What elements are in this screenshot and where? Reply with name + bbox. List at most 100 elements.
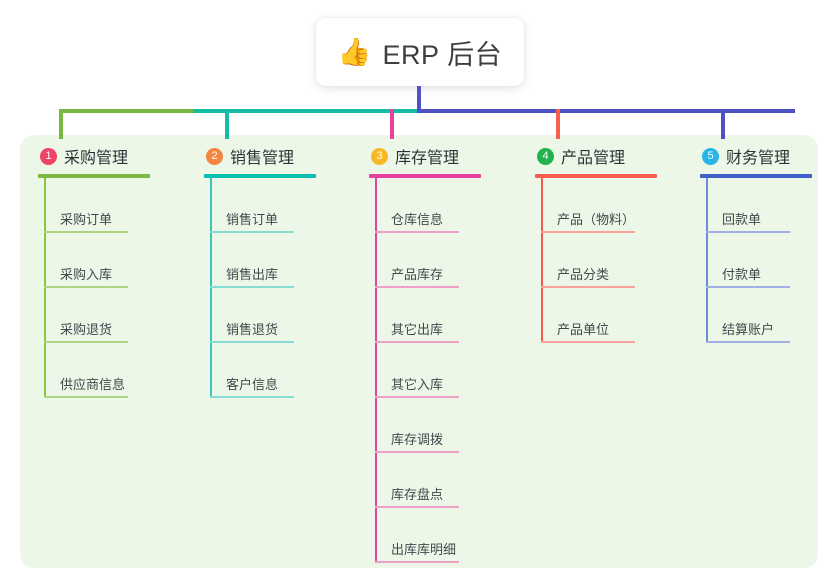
leaf-item-label: 库存调拨 <box>391 432 444 447</box>
leaf-item-label: 采购退货 <box>60 322 113 337</box>
leaf-item-label: 客户信息 <box>226 377 279 392</box>
leaf-item[interactable]: 产品单位 <box>535 288 657 343</box>
leaf-item[interactable]: 库存调拨 <box>369 398 481 453</box>
leaf-item-rule <box>375 451 459 453</box>
branch-header-label: 库存管理 <box>395 150 460 167</box>
branch-column-1: 1 采购管理采购订单采购入库采购退货供应商信息 <box>38 143 150 398</box>
branch-header-label: 销售管理 <box>230 150 295 167</box>
connector-stub-产品管理 <box>556 109 560 139</box>
leaf-item[interactable]: 销售出库 <box>204 233 316 288</box>
thumbs-up-icon: 👍 <box>337 36 372 67</box>
leaf-item-rule <box>541 231 635 233</box>
leaf-item[interactable]: 采购退货 <box>38 288 150 343</box>
connector-stub-销售管理 <box>225 109 229 139</box>
connector-trunk-green <box>59 109 193 113</box>
leaf-item[interactable]: 出库库明细 <box>369 508 481 563</box>
leaf-item-label: 付款单 <box>722 267 762 282</box>
branch-header-label: 采购管理 <box>64 150 129 167</box>
branch-header-2[interactable]: 2 销售管理 <box>204 143 316 169</box>
leaf-item-label: 回款单 <box>722 212 762 227</box>
connector-trunk-blue <box>417 109 745 113</box>
branch-header-rule <box>700 174 812 178</box>
leaf-item[interactable]: 销售退货 <box>204 288 316 343</box>
branch-number-badge: 1 <box>40 147 57 165</box>
branch-number-badge: 4 <box>537 147 554 165</box>
leaf-item-rule <box>375 286 459 288</box>
leaf-item[interactable]: 产品（物料） <box>535 178 657 233</box>
leaf-item[interactable]: 产品分类 <box>535 233 657 288</box>
leaf-item-label: 销售退货 <box>226 322 279 337</box>
leaf-item-rule <box>44 286 128 288</box>
branch-header-4[interactable]: 4 产品管理 <box>535 143 657 169</box>
leaf-item-rule <box>210 286 294 288</box>
connector-spine <box>44 178 46 398</box>
leaf-item[interactable]: 销售订单 <box>204 178 316 233</box>
leaf-item[interactable]: 库存盘点 <box>369 453 481 508</box>
branch-column-3: 3 库存管理仓库信息产品库存其它出库其它入库库存调拨库存盘点出库库明细 <box>369 143 481 563</box>
connector-spine <box>706 178 708 343</box>
connector-spine <box>210 178 212 398</box>
branch-header-rule <box>535 174 657 178</box>
leaf-item-label: 销售出库 <box>226 267 279 282</box>
leaf-item-rule <box>375 341 459 343</box>
leaf-item-label: 产品库存 <box>391 267 444 282</box>
leaf-item[interactable]: 付款单 <box>700 233 812 288</box>
branch-number-badge: 3 <box>371 147 388 165</box>
leaf-item[interactable]: 其它入库 <box>369 343 481 398</box>
branch-header-1[interactable]: 1 采购管理 <box>38 143 150 169</box>
leaf-item-label: 结算账户 <box>722 322 775 337</box>
connector-stub-采购管理 <box>59 109 63 139</box>
leaf-item-rule <box>541 286 635 288</box>
connector-spine <box>375 178 377 563</box>
leaf-list: 仓库信息产品库存其它出库其它入库库存调拨库存盘点出库库明细 <box>369 178 481 563</box>
branch-column-4: 4 产品管理产品（物料） 产品分类产品单位 <box>535 143 657 343</box>
leaf-list: 销售订单销售出库销售退货客户信息 <box>204 178 316 398</box>
branch-header-label: 产品管理 <box>561 150 626 167</box>
leaf-item-label: 仓库信息 <box>391 212 444 227</box>
leaf-item[interactable]: 其它出库 <box>369 288 481 343</box>
branch-number-badge: 5 <box>702 147 719 165</box>
leaf-item-rule <box>706 231 790 233</box>
leaf-item[interactable]: 仓库信息 <box>369 178 481 233</box>
branch-header-3[interactable]: 3 库存管理 <box>369 143 481 169</box>
leaf-item[interactable]: 采购入库 <box>38 233 150 288</box>
leaf-item[interactable]: 回款单 <box>700 178 812 233</box>
leaf-item[interactable]: 供应商信息 <box>38 343 150 398</box>
leaf-list: 产品（物料） 产品分类产品单位 <box>535 178 657 343</box>
branch-header-5[interactable]: 5 财务管理 <box>700 143 812 169</box>
leaf-item-rule <box>210 396 294 398</box>
connector-spine <box>541 178 543 343</box>
leaf-item-label: 采购订单 <box>60 212 113 227</box>
branch-header-label: 财务管理 <box>726 150 791 167</box>
leaf-item-label: 采购入库 <box>60 267 113 282</box>
leaf-item-rule <box>44 231 128 233</box>
branch-header-rule <box>38 174 150 178</box>
leaf-item-label: 供应商信息 <box>60 377 126 392</box>
connector-trunk-teal <box>193 109 417 113</box>
leaf-item[interactable]: 产品库存 <box>369 233 481 288</box>
leaf-item-rule <box>44 396 128 398</box>
root-node-title: ERP 后台 <box>382 39 503 70</box>
leaf-item-rule <box>541 341 635 343</box>
leaf-item-rule <box>706 341 790 343</box>
connector-trunk-blue-end <box>745 109 795 113</box>
leaf-item-label: 产品分类 <box>557 267 610 282</box>
branch-number-badge: 2 <box>206 147 223 165</box>
root-node[interactable]: 👍 ERP 后台 <box>316 18 524 86</box>
leaf-item[interactable]: 客户信息 <box>204 343 316 398</box>
leaf-item-rule <box>210 231 294 233</box>
branch-column-2: 2 销售管理销售订单销售出库销售退货客户信息 <box>204 143 316 398</box>
leaf-item-rule <box>375 506 459 508</box>
leaf-item[interactable]: 采购订单 <box>38 178 150 233</box>
leaf-item-label: 其它出库 <box>391 322 444 337</box>
leaf-list: 采购订单采购入库采购退货供应商信息 <box>38 178 150 398</box>
leaf-item[interactable]: 结算账户 <box>700 288 812 343</box>
leaf-item-label: 产品（物料） <box>557 212 636 227</box>
branch-column-5: 5 财务管理回款单付款单结算账户 <box>700 143 812 343</box>
leaf-item-rule <box>375 396 459 398</box>
leaf-item-rule <box>375 231 459 233</box>
leaf-item-label: 其它入库 <box>391 377 444 392</box>
leaf-item-label: 库存盘点 <box>391 487 444 502</box>
branch-header-rule <box>369 174 481 178</box>
diagram-panel <box>20 135 818 568</box>
